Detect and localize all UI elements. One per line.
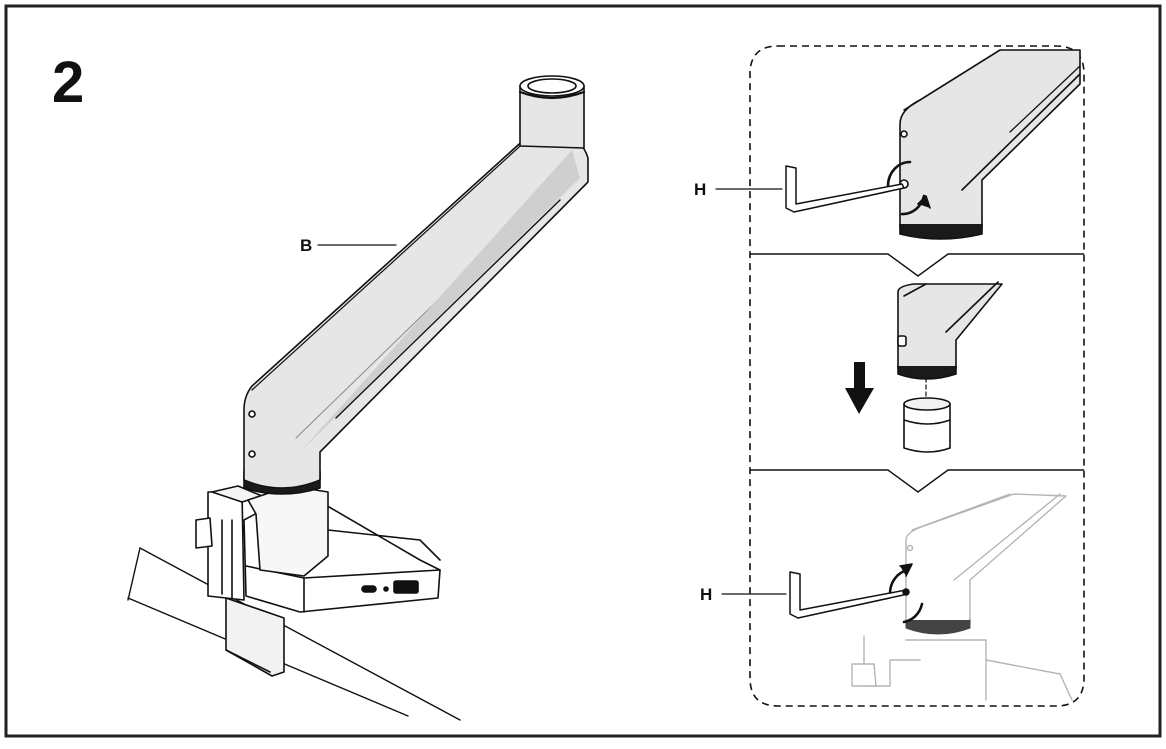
tool-label-h-bottom: H [700,585,712,604]
usb-c-port-icon [361,585,377,593]
hex-key-icon [789,571,910,619]
tighten-rotation-arrow-icon [888,563,924,624]
monitor-arm [243,75,589,489]
loosen-rotation-arrow-icon [886,160,931,216]
indicator-dot-icon [383,586,389,592]
detail-loosen-view [715,49,1081,240]
usb-a-port-icon [393,580,419,594]
hex-key-icon [785,165,905,213]
cable-holder [195,485,263,601]
detail-tighten-view [721,493,1073,701]
panel-divider-1 [750,253,1084,277]
step-number: 2 [52,50,84,115]
tool-label-h-top: H [694,180,706,199]
desk-clamp [225,597,285,677]
main-view [127,75,589,721]
post-top [903,397,951,453]
detail-lower-view [845,281,1003,453]
part-label-b: B [300,236,312,255]
down-arrow-icon [845,362,874,414]
mount-base [243,485,441,613]
panel-divider-2 [750,469,1084,493]
